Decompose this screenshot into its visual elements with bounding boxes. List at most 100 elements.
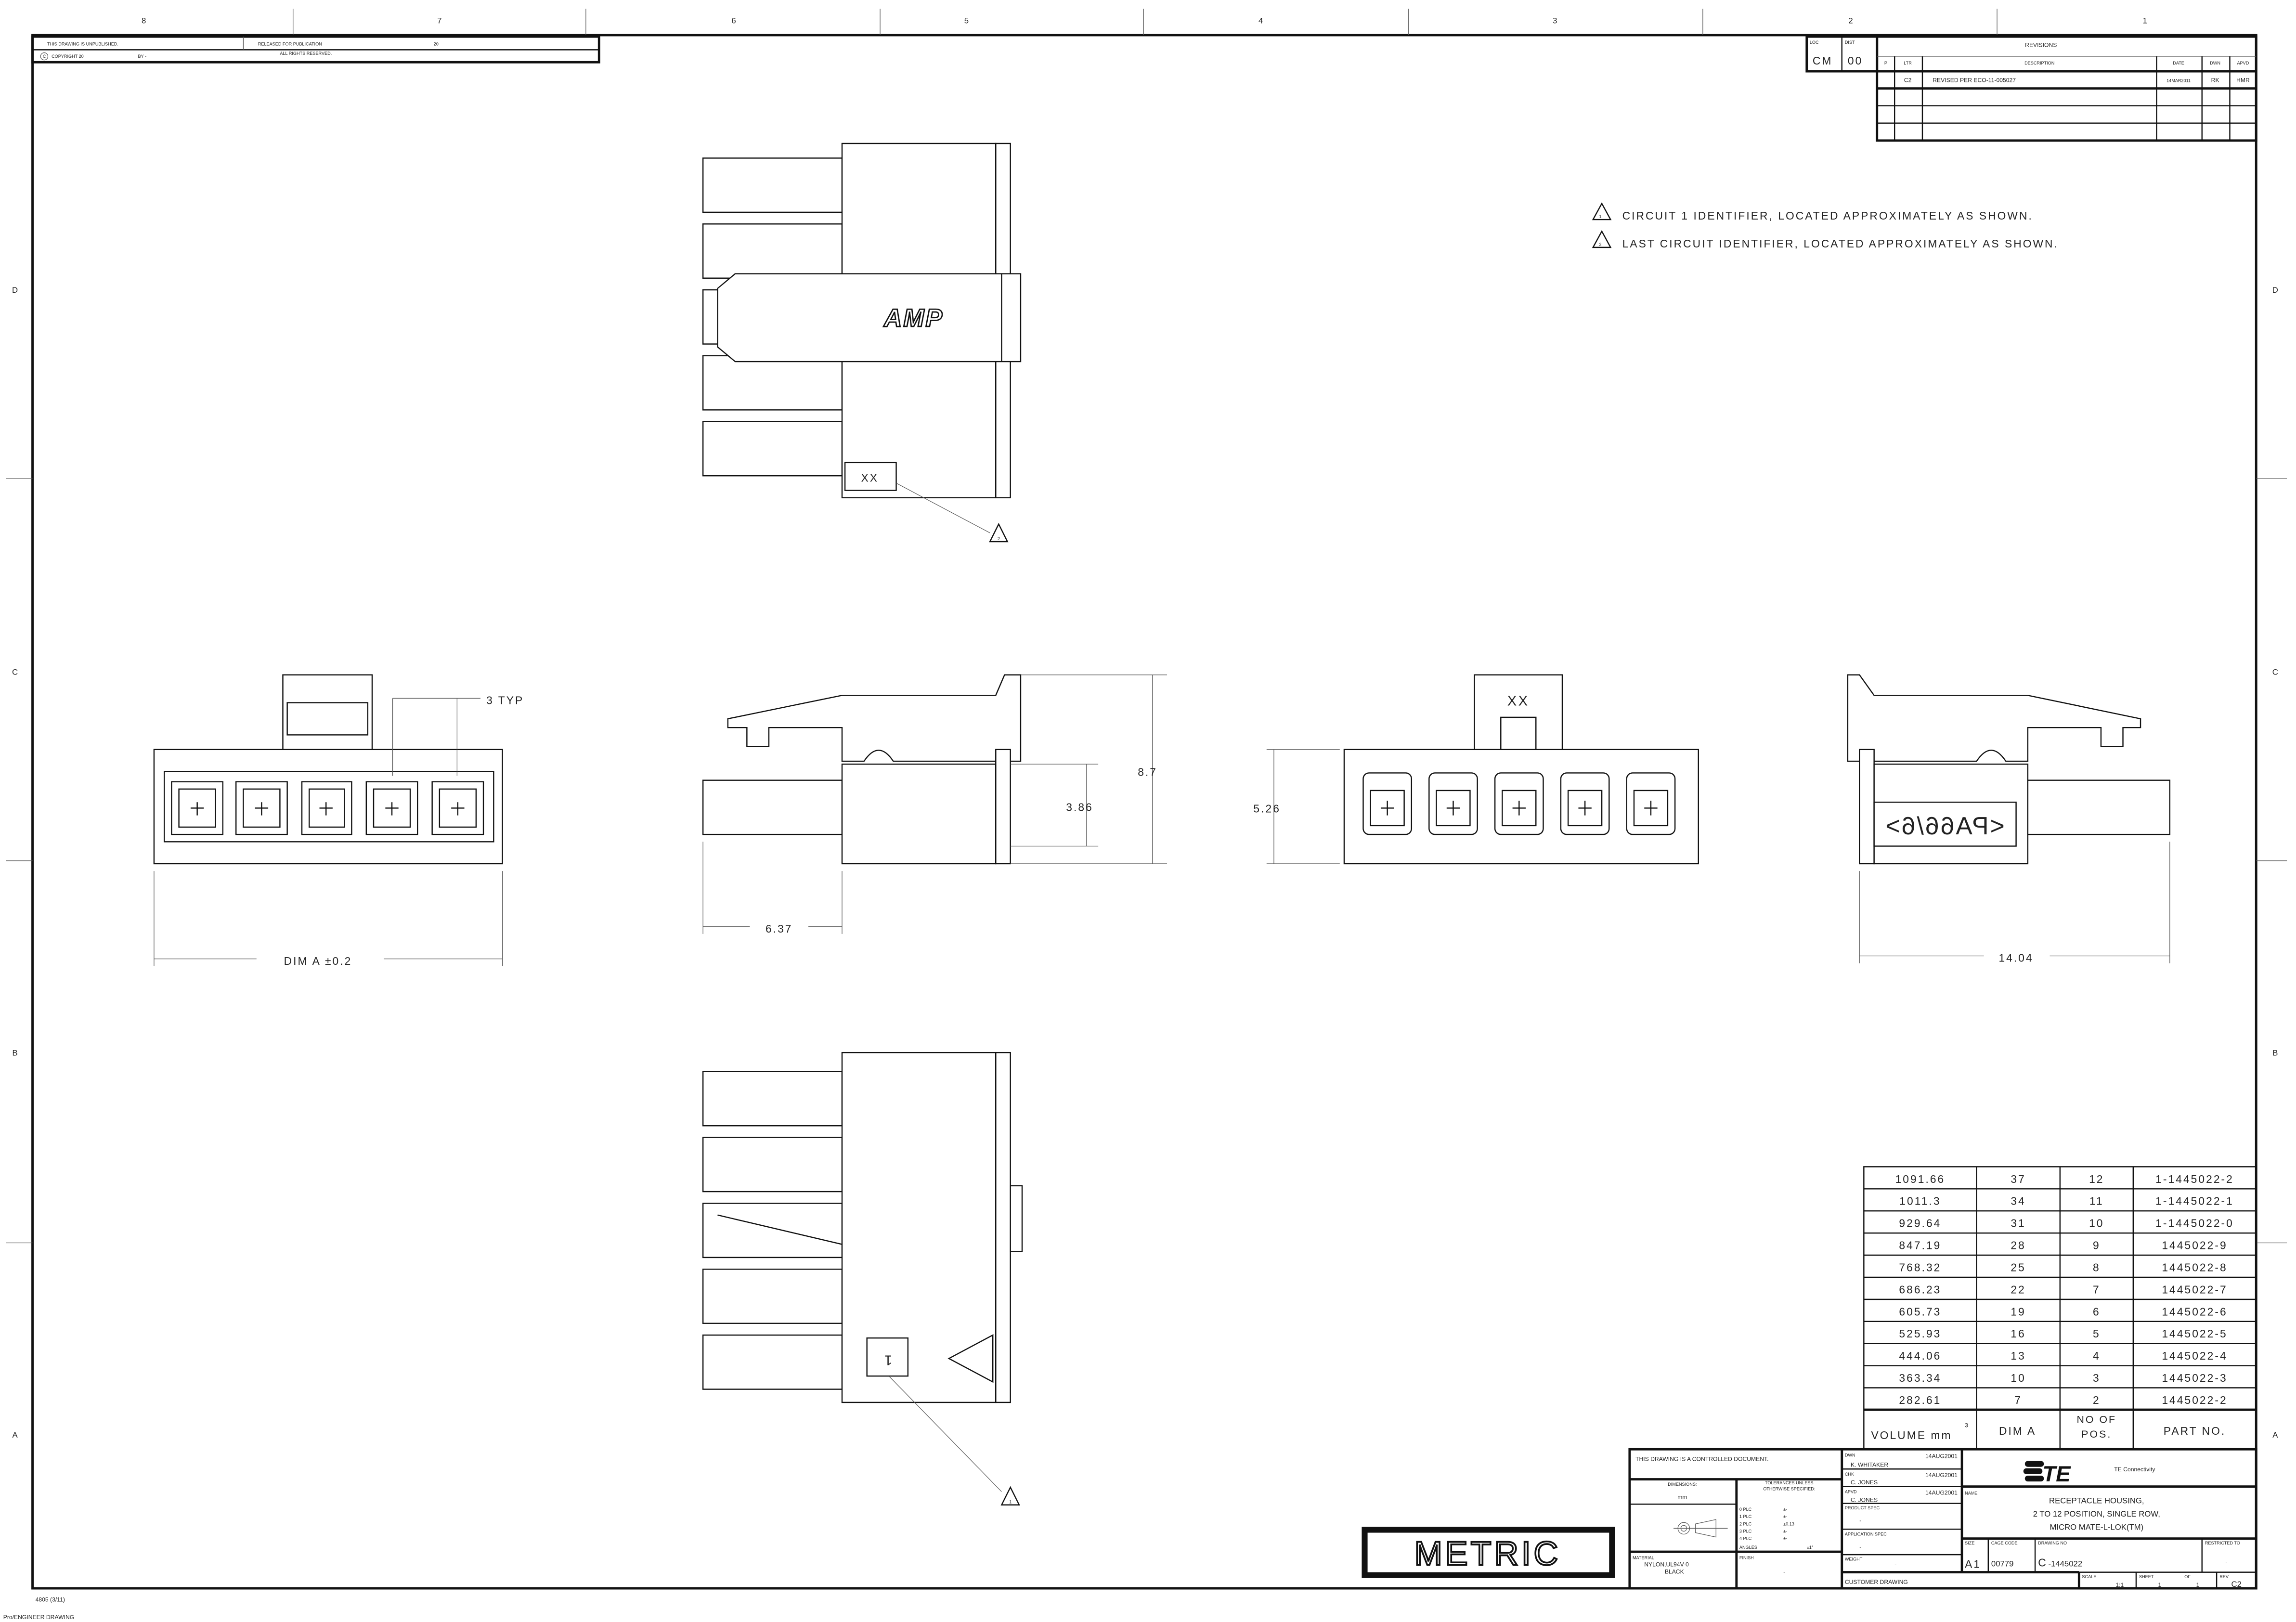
- tolerance-key: 2 PLC: [1739, 1521, 1752, 1526]
- volume-exponent: 3: [1965, 1422, 1968, 1429]
- positions-cell: 10: [2089, 1217, 2104, 1230]
- col-header-volume: VOLUME mm: [1871, 1429, 1952, 1441]
- sheet-label: SHEET: [2139, 1574, 2154, 1579]
- rev-col-apvd: APVD: [2237, 61, 2249, 65]
- tolerance-value: ±1°: [1807, 1545, 1814, 1550]
- zone-label: D: [2272, 285, 2278, 295]
- te-logo-text: TE: [2042, 1462, 2071, 1486]
- tolerance-value: ±-: [1783, 1514, 1787, 1519]
- loc-value: CM: [1813, 54, 1833, 67]
- note-text: LAST CIRCUIT IDENTIFIER, LOCATED APPROXI…: [1622, 237, 2059, 250]
- part-number-cell: 1-1445022-1: [2155, 1195, 2234, 1207]
- positions-cell: 9: [2093, 1239, 2101, 1252]
- dim-a-cell: 19: [2011, 1305, 2025, 1318]
- material-value: NYLON,UL94V-0: [1644, 1561, 1689, 1568]
- positions-cell: 6: [2093, 1305, 2101, 1318]
- drawing-prefix: C: [2038, 1556, 2048, 1569]
- zone-label: 6: [731, 16, 736, 26]
- tolerances-label: TOLERANCES UNLESS: [1765, 1480, 1814, 1485]
- dim-a-cell: 13: [2011, 1350, 2025, 1362]
- zone-label: B: [2272, 1048, 2278, 1057]
- revisions-title: REVISIONS: [2025, 41, 2057, 48]
- copyright-by: BY -: [138, 54, 146, 59]
- zone-label: A: [2272, 1430, 2278, 1440]
- col-header-dim-a: DIM A: [1999, 1425, 2036, 1437]
- material-label: MATERIAL: [1633, 1555, 1654, 1560]
- drawing-title-line: RECEPTACLE HOUSING,: [2049, 1496, 2144, 1505]
- height-dimension: 8.7: [1138, 766, 1157, 779]
- volume-cell: 363.34: [1899, 1372, 1941, 1384]
- chk-name: C. JONES: [1851, 1479, 1878, 1486]
- restricted-label: RESTRICTED TO: [2205, 1541, 2240, 1545]
- side-view: 8.7 3.86 6.37: [702, 674, 1167, 935]
- copyright-symbol: C: [43, 54, 46, 59]
- rear-circuit-marker: XX: [1507, 694, 1530, 709]
- volume-cell: 929.64: [1899, 1217, 1941, 1230]
- zone-label: C: [12, 668, 18, 677]
- rev-col-description: DESCRIPTION: [2024, 61, 2054, 65]
- customer-drawing-label: CUSTOMER DRAWING: [1845, 1579, 1908, 1585]
- drawing-title-line: 2 TO 12 POSITION, SINGLE ROW,: [2033, 1509, 2160, 1518]
- front-view: 3 TYP DIM A ±0.2: [153, 674, 524, 967]
- tolerance-value: ±-: [1783, 1507, 1787, 1512]
- drawing-number-label: DRAWING NO: [2038, 1541, 2067, 1545]
- tolerance-value: ±-: [1783, 1536, 1787, 1541]
- zone-label: 7: [437, 16, 441, 26]
- rev-col-dwn: DWN: [2210, 61, 2220, 65]
- pitch-dimension: 3 TYP: [486, 694, 524, 707]
- material-mark: <PA66/6>: [1884, 812, 2004, 840]
- form-number: 4805 (3/11): [36, 1596, 65, 1603]
- dimensions-label: DIMENSIONS:: [1668, 1482, 1697, 1487]
- dist-value: 00: [1848, 54, 1863, 67]
- tolerance-key: 4 PLC: [1739, 1536, 1752, 1541]
- dim-a-cell: 37: [2011, 1173, 2025, 1185]
- drawing-title-line: MICRO MATE-L-LOK(TM): [2050, 1522, 2143, 1531]
- released-year: 20: [434, 41, 439, 46]
- dim-a-cell: 25: [2011, 1261, 2025, 1273]
- volume-cell: 847.19: [1899, 1239, 1941, 1252]
- drawing-frame: 8 7 6 5 4 3 2 1 D C B A D C B A 4805 (3/…: [3, 9, 2287, 1621]
- mirrored-side-view: <PA66/6> 14.04: [1847, 674, 2171, 964]
- of-label: OF: [2184, 1574, 2191, 1579]
- zone-label: 8: [142, 16, 146, 26]
- sheet-value: 1: [2158, 1582, 2162, 1588]
- positions-cell: 2: [2093, 1394, 2101, 1406]
- dim-a-cell: 16: [2011, 1327, 2025, 1340]
- rev-value: C2: [2231, 1580, 2242, 1589]
- part-number-cell: 1-1445022-0: [2155, 1217, 2234, 1230]
- top-view: AMP XX 2: [702, 143, 1022, 543]
- part-number-cell: 1445022-8: [2162, 1261, 2227, 1273]
- rear-view: XX 5.26: [1253, 674, 1699, 865]
- dwn-name: K. WHITAKER: [1851, 1462, 1888, 1468]
- amp-logo: AMP: [883, 304, 944, 332]
- chk-label: CHK: [1845, 1472, 1854, 1477]
- dim-a-cell: 10: [2011, 1372, 2025, 1384]
- dwn-label: DWN: [1845, 1453, 1855, 1457]
- revision-row: C2 REVISED PER ECO-11-005027 14MAR2011 R…: [1904, 77, 2250, 83]
- name-label: NAME: [1965, 1491, 1977, 1495]
- apvd-label: APVD: [1845, 1489, 1857, 1494]
- part-number-cell: 1445022-9: [2162, 1239, 2227, 1252]
- zone-label: 3: [1553, 16, 1557, 26]
- volume-cell: 444.06: [1899, 1350, 1941, 1362]
- notes: 1 CIRCUIT 1 IDENTIFIER, LOCATED APPROXIM…: [1592, 202, 2059, 250]
- callout-2: 2: [998, 536, 1000, 541]
- first-circuit-marker: 1: [882, 1352, 892, 1368]
- chk-date: 14AUG2001: [1925, 1472, 1958, 1479]
- finish-value: -: [1783, 1569, 1785, 1575]
- dist-label: DIST: [1845, 40, 1855, 45]
- copyright-text: COPYRIGHT 20: [52, 54, 84, 59]
- positions-cell: 3: [2093, 1372, 2101, 1384]
- company-name: TE Connectivity: [2114, 1466, 2155, 1473]
- loc-label: LOC: [1810, 40, 1819, 45]
- volume-cell: 768.32: [1899, 1261, 1941, 1273]
- zone-label: D: [12, 285, 18, 295]
- front-height-dimension: 5.26: [1253, 803, 1281, 815]
- part-number-cell: 1445022-5: [2162, 1327, 2227, 1340]
- positions-cell: 11: [2089, 1195, 2104, 1207]
- application-spec-label: APPLICATION SPEC: [1845, 1532, 1887, 1537]
